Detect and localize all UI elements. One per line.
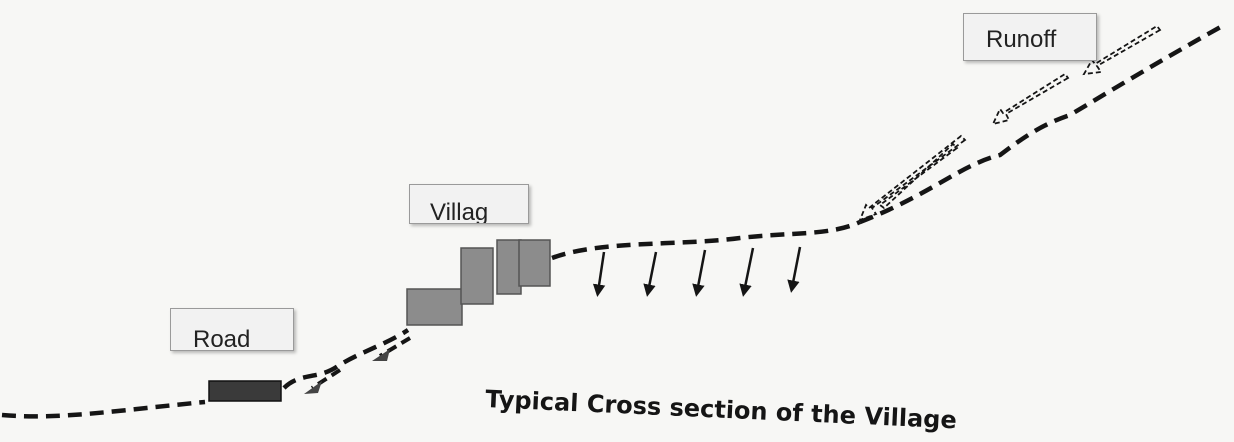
runoff-arrow-top — [1082, 24, 1162, 76]
road-label: Road — [170, 308, 294, 351]
ground-profile-road-to-village — [282, 328, 410, 390]
village-building-1 — [406, 288, 463, 326]
ground-profile-plateau — [551, 219, 861, 261]
runoff-arrow-middle — [991, 72, 1070, 126]
ground-profile-left — [1, 399, 206, 419]
infiltration-arrows — [592, 246, 802, 297]
village-label: Villag — [409, 184, 529, 224]
village-building-2 — [460, 247, 494, 305]
runoff-arrow-bottom-inner — [878, 142, 959, 210]
road-block — [208, 380, 282, 402]
flow-arrow-upper — [378, 336, 412, 358]
flow-arrowhead-lower — [304, 381, 322, 394]
village-building-4 — [518, 239, 551, 287]
ground-profile-upper-slope — [859, 22, 1228, 225]
runoff-arrow-bottom — [858, 134, 967, 222]
flow-arrowhead-upper — [372, 349, 390, 361]
village-building-3 — [496, 239, 522, 295]
runoff-label: Runoff — [963, 13, 1097, 61]
flow-arrow-lower — [310, 368, 342, 390]
runoff-arrows — [858, 24, 1162, 222]
